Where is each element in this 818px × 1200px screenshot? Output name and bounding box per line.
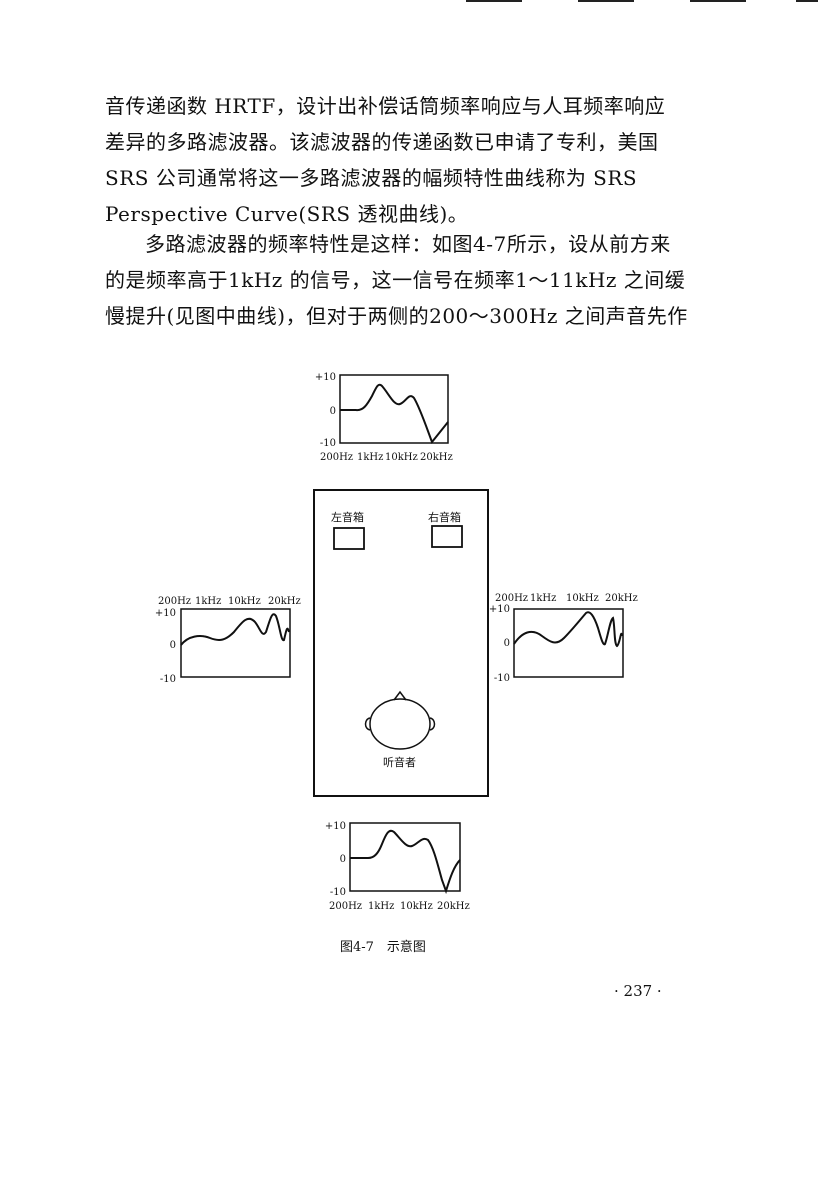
text-line: SRS 公司通常将这一多路滤波器的幅频特性曲线称为 SRS — [105, 166, 638, 190]
figure-4-7: +10 0 -10 200Hz 1kHz 10kHz 20kHz 左音箱 右音箱… — [155, 372, 638, 912]
right-speaker-box — [431, 525, 463, 548]
y-tick-label: -10 — [160, 674, 176, 685]
response-curve — [350, 829, 461, 895]
listener-label: 听音者 — [383, 755, 416, 769]
text-line: Perspective Curve(SRS 透视曲线)。 — [105, 202, 469, 226]
response-curve — [513, 611, 623, 648]
x-tick-label: 20kHz — [420, 452, 453, 463]
text-line: 多路滤波器的频率特性是这样：如图4-7所示，设从前方来 — [145, 232, 671, 256]
plot-frame — [513, 608, 624, 678]
header-rule — [466, 0, 522, 2]
x-tick-label: 10kHz — [385, 452, 418, 463]
text-line: 慢提升(见图中曲线)，但对于两侧的200～300Hz 之间声音先作 — [105, 304, 688, 328]
y-tick-label: -10 — [320, 438, 336, 449]
text-line: 差异的多路滤波器。该滤波器的传递函数已申请了专利，美国 — [105, 130, 659, 154]
response-curve — [180, 613, 290, 646]
plot-left: 200Hz 1kHz 10kHz 20kHz +10 0 -10 — [155, 596, 301, 685]
figure-caption: 图4-7 示意图 — [340, 940, 426, 955]
x-tick-label: 200Hz — [158, 596, 191, 607]
page-number: · 237 · — [614, 982, 662, 1000]
room-outline — [313, 489, 489, 797]
x-tick-label: 20kHz — [605, 593, 638, 604]
y-tick-label: 0 — [170, 640, 176, 651]
x-tick-label: 10kHz — [566, 593, 599, 604]
y-tick-label: +10 — [315, 372, 336, 383]
left-speaker-box — [333, 527, 365, 550]
listener-head-icon — [364, 690, 436, 750]
x-tick-label: 10kHz — [228, 596, 261, 607]
y-tick-label: +10 — [325, 821, 346, 832]
header-rule — [690, 0, 746, 2]
y-tick-label: 0 — [504, 638, 510, 649]
response-curve — [340, 383, 449, 444]
x-tick-label: 1kHz — [357, 452, 383, 463]
plot-right: 200Hz 1kHz 10kHz 20kHz +10 0 -10 — [489, 593, 638, 684]
text-line: 音传递函数 HRTF，设计出补偿话筒频率响应与人耳频率响应 — [105, 94, 666, 118]
x-tick-label: 200Hz — [320, 452, 353, 463]
y-tick-label: -10 — [494, 673, 510, 684]
y-tick-label: +10 — [155, 608, 176, 619]
header-rule — [796, 0, 818, 2]
y-tick-label: +10 — [489, 604, 510, 615]
plot-frame — [180, 608, 291, 678]
x-tick-label: 1kHz — [530, 593, 556, 604]
x-tick-label: 1kHz — [368, 901, 394, 912]
x-tick-label: 1kHz — [195, 596, 221, 607]
plot-frame — [339, 374, 449, 444]
left-speaker-label: 左音箱 — [331, 510, 364, 524]
y-tick-label: -10 — [330, 887, 346, 898]
x-tick-label: 200Hz — [329, 901, 362, 912]
x-tick-label: 10kHz — [400, 901, 433, 912]
text-line: 的是频率高于1kHz 的信号，这一信号在频率1～11kHz 之间缓 — [105, 268, 686, 292]
x-tick-label: 20kHz — [268, 596, 301, 607]
y-tick-label: 0 — [340, 854, 346, 865]
plot-bottom: +10 0 -10 200Hz 1kHz 10kHz 20kHz — [325, 821, 470, 912]
right-speaker-label: 右音箱 — [428, 510, 461, 524]
plot-top: +10 0 -10 200Hz 1kHz 10kHz 20kHz — [315, 372, 453, 463]
x-tick-label: 200Hz — [495, 593, 528, 604]
y-tick-label: 0 — [330, 406, 336, 417]
paragraph-1: 音传递函数 HRTF，设计出补偿话筒频率响应与人耳频率响应 差异的多路滤波器。该… — [105, 88, 685, 232]
x-tick-label: 20kHz — [437, 901, 470, 912]
header-rule — [578, 0, 634, 2]
paragraph-2: 多路滤波器的频率特性是这样：如图4-7所示，设从前方来 的是频率高于1kHz 的… — [105, 226, 688, 334]
